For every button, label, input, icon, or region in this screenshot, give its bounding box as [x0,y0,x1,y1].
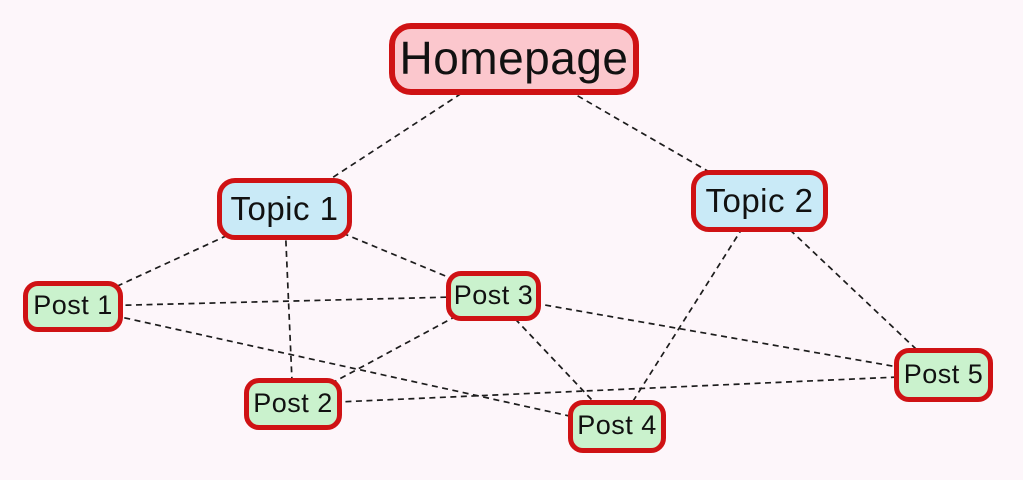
edge-post2-post5 [292,374,944,405]
node-homepage: Homepage [389,23,639,95]
node-post-2: Post 2 [244,378,342,430]
node-post-1-label: Post 1 [33,290,113,320]
node-topic-2: Topic 2 [691,170,828,232]
node-homepage-label: Homepage [399,32,629,84]
edge-post3-post5 [493,295,944,376]
node-post-4-label: Post 4 [577,410,657,440]
edge-topic2-post4 [616,200,761,427]
node-post-5: Post 5 [894,348,993,402]
node-post-1: Post 1 [23,281,123,332]
node-topic-1: Topic 1 [217,178,352,240]
node-post-2-label: Post 2 [253,387,333,418]
edge-post1-post3 [72,295,494,308]
node-post-4: Post 4 [568,400,666,453]
node-post-5-label: Post 5 [903,358,984,389]
node-topic-1-label: Topic 1 [230,189,339,227]
node-post-3: Post 3 [446,271,541,321]
edge-post1-post4 [72,305,618,428]
edge-topic1-post2 [283,208,294,405]
node-topic-2-label: Topic 2 [705,181,814,219]
node-post-3-label: Post 3 [453,279,534,310]
